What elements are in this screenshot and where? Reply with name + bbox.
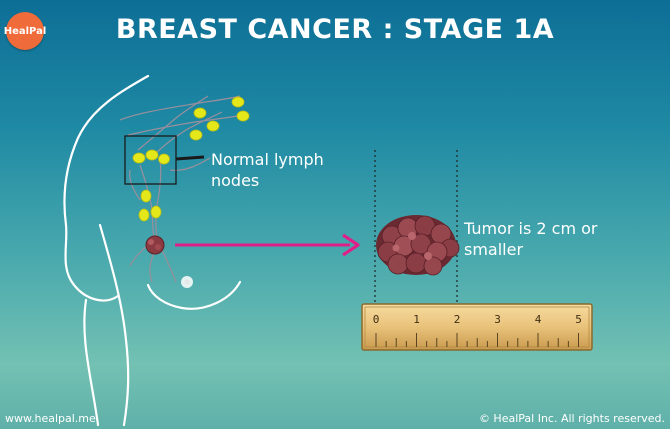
lymph-node xyxy=(236,110,250,122)
lymph-node xyxy=(158,153,170,165)
ruler-label: 0 xyxy=(373,313,380,326)
lymph-label-pointer xyxy=(175,155,205,161)
lymph-node xyxy=(150,205,162,219)
ruler-label: 5 xyxy=(575,313,582,326)
ruler-label: 3 xyxy=(494,313,501,326)
lymph-node-label: Normal lymph nodes xyxy=(211,150,324,190)
ruler-label: 1 xyxy=(413,313,420,326)
lymph-node xyxy=(231,96,245,108)
healpal-logo: HealPal xyxy=(3,12,47,50)
lymph-node xyxy=(140,189,152,203)
lymph-nodes xyxy=(132,96,250,222)
ruler: 0 1 2 3 4 5 xyxy=(361,303,593,351)
tumor-size-label: Tumor is 2 cm or smaller xyxy=(464,219,598,259)
lymph-node-highlight-box xyxy=(124,135,177,185)
ruler-label: 2 xyxy=(454,313,461,326)
lymph-node xyxy=(132,152,146,164)
lymph-node xyxy=(189,129,203,141)
small-tumor xyxy=(145,235,165,255)
page-title: BREAST CANCER : STAGE 1A xyxy=(115,14,555,45)
website-url[interactable]: www.healpal.me xyxy=(5,412,96,425)
lymph-node xyxy=(145,149,159,161)
lymph-node xyxy=(206,120,220,132)
nipple-center xyxy=(184,279,190,285)
enlarged-tumor xyxy=(376,215,460,276)
lymph-node xyxy=(193,107,207,119)
logo-text: HealPal xyxy=(3,25,47,37)
magnify-arrow xyxy=(175,233,360,257)
ruler-label: 4 xyxy=(535,313,542,326)
lymph-node xyxy=(138,208,150,222)
body-outline xyxy=(63,74,242,427)
copyright-notice: © HealPal Inc. All rights reserved. xyxy=(478,412,665,425)
